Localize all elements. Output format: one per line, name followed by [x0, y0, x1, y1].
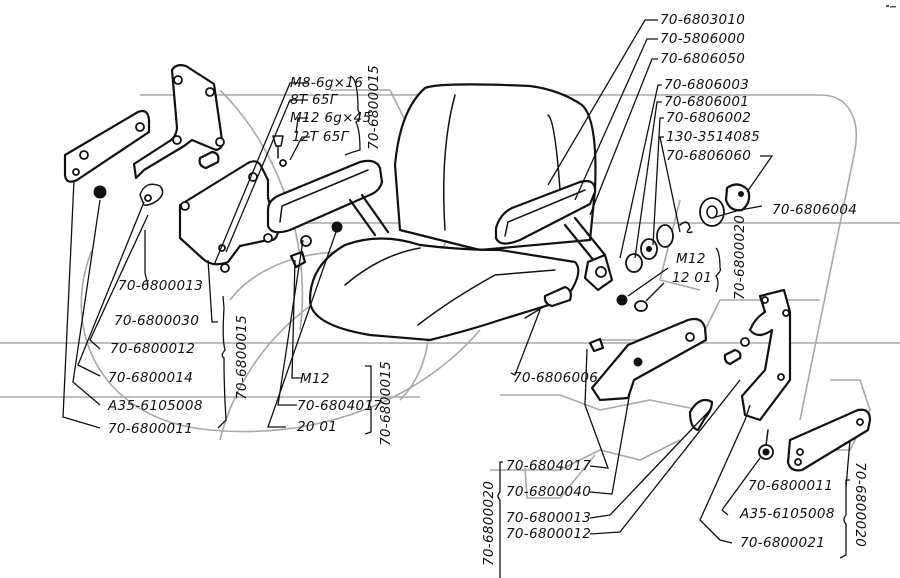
- armrest-right: [494, 180, 607, 264]
- label-70-6800014: 70-6800014: [108, 370, 193, 386]
- pin-left: [198, 150, 220, 170]
- label-70-6800030: 70-6800030: [114, 313, 199, 329]
- label-70-6800011: 70-6800011: [108, 421, 193, 437]
- labels-fasteners-top: M8-6g×16 8T 65Г M12 6g×45 12T 65Г 70-680…: [290, 65, 382, 150]
- labels-right-mid: M12 12 01 70-6800020: [672, 215, 748, 300]
- armrest-bracket-left: [178, 160, 280, 273]
- pivot-bracket-right: [583, 253, 614, 292]
- labels-center-bottom: M12 70-6804017 20 01 70-6800015: [297, 361, 394, 446]
- spring-clip-left: [139, 183, 164, 206]
- label-70-6800021: 70-6800021: [740, 535, 825, 551]
- pin-right: [723, 348, 742, 366]
- label-70-6800012: 70-6800012: [110, 341, 195, 357]
- label-12-01-right: 12 01: [672, 270, 712, 286]
- label-70-6806003: 70-6806003: [664, 77, 749, 93]
- label-70-6806001: 70-6806001: [664, 94, 749, 110]
- spring-clip-right: [688, 398, 714, 432]
- label-m12-bolt: M12 6g×45: [290, 110, 371, 126]
- label-70-6806006: 70-6806006: [513, 370, 598, 386]
- label-70-6804017-bottom: 70-6804017: [506, 458, 591, 474]
- label-70-6800040: 70-6800040: [506, 484, 591, 500]
- bracket-right: [740, 288, 792, 422]
- armrest-left: [266, 159, 390, 237]
- label-70-6800013: 70-6800013: [118, 278, 203, 294]
- seat-cushion: [308, 237, 580, 342]
- label-group-70-6800020-bottom: 70-6800020: [481, 481, 497, 566]
- label-20-01: 20 01: [297, 419, 337, 435]
- labels-pivot: 70-6806006: [513, 370, 598, 386]
- label-12t65g: 12T 65Г: [292, 129, 350, 145]
- left-mounting-plate: [63, 109, 151, 183]
- pivot-shaft: [524, 285, 572, 319]
- label-a35-6105008-right: A35-6105008: [739, 506, 835, 522]
- label-70-6800011-right: 70-6800011: [748, 478, 833, 494]
- label-70-6804017-center: 70-6804017: [297, 398, 382, 414]
- label-70-6800012-bottom: 70-6800012: [506, 526, 591, 542]
- label-70-6800013-bottom: 70-6800013: [506, 510, 591, 526]
- label-70-6806060: 70-6806060: [666, 148, 751, 164]
- nut-left: [93, 185, 107, 199]
- labels-top-right: 70-6803010 70-5806000 70-6806050 70-6806…: [660, 12, 857, 218]
- label-group-70-6800015-left: 70-6800015: [234, 315, 250, 400]
- label-group-70-6800020-bottom-right: 70-6800020: [852, 462, 868, 547]
- label-group-70-6800015-center: 70-6800015: [378, 361, 394, 446]
- label-group-70-6800020-right: 70-6800020: [732, 215, 748, 300]
- nut-spring-right: [758, 429, 774, 460]
- corner-mark: [886, 5, 896, 8]
- label-m8-bolt: M8-6g×16: [290, 75, 363, 91]
- left-bracket: [132, 64, 225, 180]
- washer-stack-right: [625, 183, 751, 273]
- label-70-6806050: 70-6806050: [660, 51, 745, 67]
- labels-bottom-center: 70-6804017 70-6800040 70-6800013 70-6800…: [481, 458, 591, 566]
- label-70-6806002: 70-6806002: [666, 110, 751, 126]
- label-m12-center: M12: [300, 371, 330, 387]
- label-a35-6105008: A35-6105008: [107, 398, 203, 414]
- label-group-70-6800015-top: 70-6800015: [366, 65, 382, 150]
- bolt-right: [588, 337, 605, 353]
- labels-bottom-right: 70-6800011 A35-6105008 70-6800021 70-680…: [739, 462, 868, 551]
- armrest-bracket-right: [590, 317, 708, 402]
- label-70-6803010: 70-6803010: [660, 12, 745, 28]
- bolt-small-top: [272, 135, 287, 167]
- label-8t65g: 8T 65Г: [290, 92, 339, 108]
- label-130-3514085: 130-3514085: [666, 129, 760, 145]
- label-m12-right: M12: [676, 251, 706, 267]
- plate-right: [786, 408, 872, 472]
- nut-washer-right: [616, 294, 648, 312]
- leader-lines: [62, 19, 851, 578]
- label-70-5806000: 70-5806000: [660, 31, 745, 47]
- label-70-6806004: 70-6806004: [772, 202, 857, 218]
- labels-left: 70-6800013 70-6800030 70-6800012 70-6800…: [107, 278, 250, 437]
